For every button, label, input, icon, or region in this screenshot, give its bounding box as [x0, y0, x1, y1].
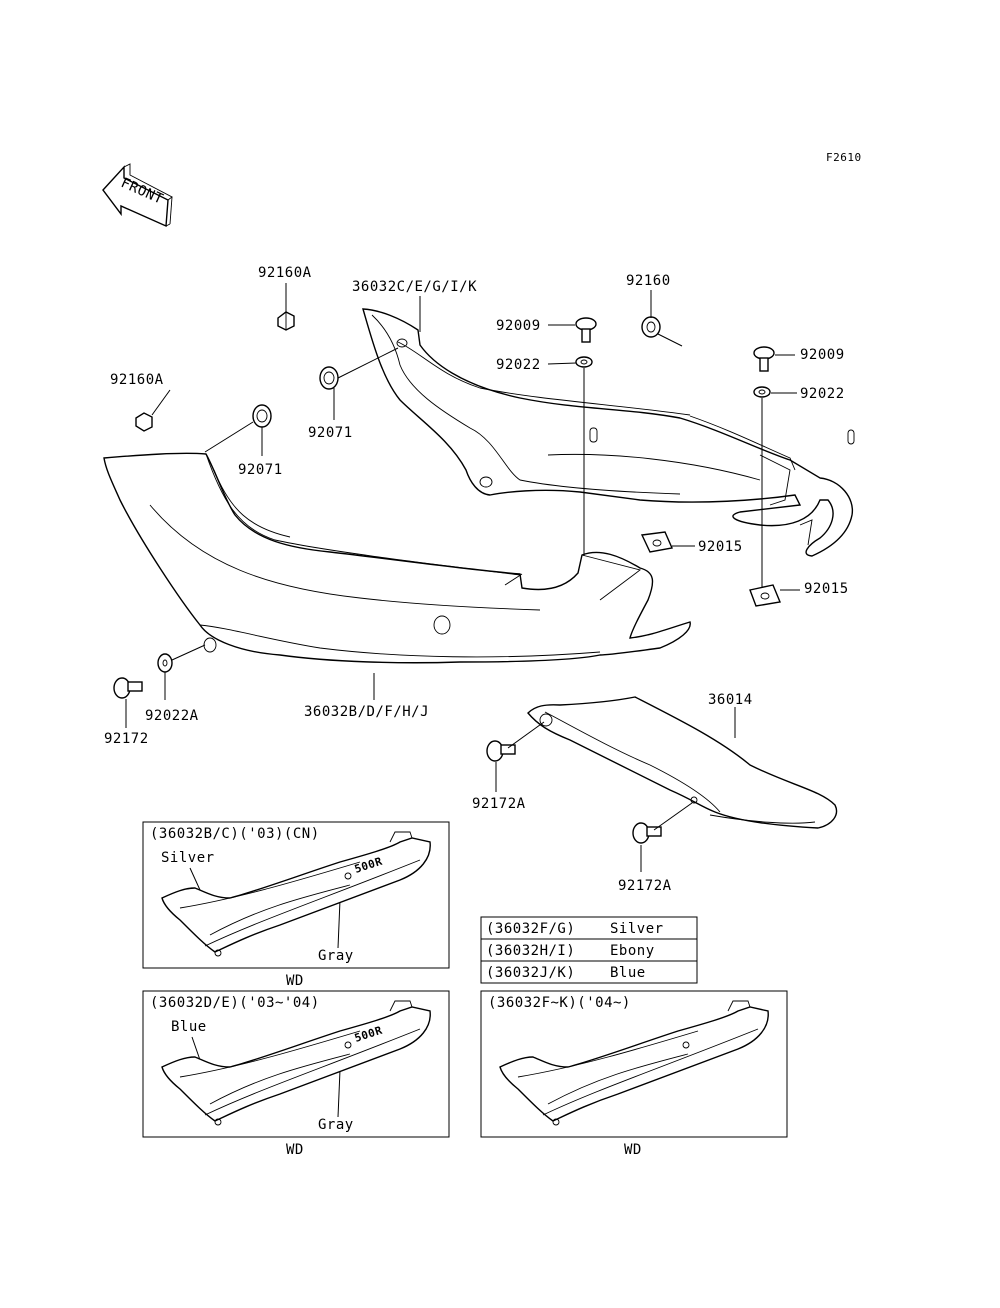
callout-92009-a: 92009: [496, 318, 541, 334]
bolt-92172: [113, 677, 143, 699]
lower-side-cover: [103, 452, 691, 664]
callout-36032C: 36032C/E/G/I/K: [352, 279, 477, 295]
grommet-92160A-left: [135, 412, 153, 432]
callout-36032B: 36032B/D/F/H/J: [304, 704, 429, 720]
bolt-92172A-b: [632, 822, 662, 844]
clip-nut-92015-a: [640, 531, 673, 553]
front-arrow-icon: FRONT: [102, 163, 173, 228]
color-table-code-1: (36032F/G): [486, 921, 575, 937]
panel-1-caption: WD: [286, 973, 304, 989]
grommet-92160A-top: [277, 311, 295, 331]
bolt-92009-b: [753, 346, 775, 372]
grommet-92160: [641, 316, 661, 338]
panel-2-caption: WD: [286, 1142, 304, 1158]
color-table-code-2: (36032H/I): [486, 943, 575, 959]
callout-92172A-a: 92172A: [472, 796, 526, 812]
callout-92160A-left: 92160A: [110, 372, 164, 388]
leader-lines: [125, 283, 800, 872]
callout-92022A: 92022A: [145, 708, 199, 724]
panel-2-label-top: Blue: [171, 1019, 207, 1035]
panel-1-title: (36032B/C)('03)(CN): [150, 826, 320, 842]
upper-side-cover: [362, 308, 855, 557]
color-table-color-1: Silver: [610, 921, 664, 937]
panel-1-label-bottom: Gray: [318, 948, 354, 964]
callout-92009-b: 92009: [800, 347, 845, 363]
callout-92015-b: 92015: [804, 581, 849, 597]
washer-92022A: [157, 653, 173, 673]
panel-2-label-bottom: Gray: [318, 1117, 354, 1133]
clip-nut-92015-b: [749, 584, 781, 607]
figure-code: F2610: [826, 151, 862, 164]
callout-92022-b: 92022: [800, 386, 845, 402]
callout-92172: 92172: [104, 731, 149, 747]
washer-92022-a: [575, 356, 593, 368]
callout-92022-a: 92022: [496, 357, 541, 373]
callout-92172A-b: 92172A: [618, 878, 672, 894]
callout-92071-b: 92071: [238, 462, 283, 478]
washer-92022-b: [753, 386, 771, 398]
panel-3-title: (36032F~K)('04~): [488, 995, 631, 1011]
callout-92071-a: 92071: [308, 425, 353, 441]
variant-panel-2: (36032D/E)('03~'04) Blue Gray 500R: [142, 990, 450, 1138]
color-table-color-2: Ebony: [610, 943, 655, 959]
variant-panel-3: (36032F~K)('04~): [480, 990, 788, 1138]
callout-92160: 92160: [626, 273, 671, 289]
panel-2-title: (36032D/E)('03~'04): [150, 995, 320, 1011]
bolt-92172A-a: [486, 740, 516, 762]
panel-3-caption: WD: [624, 1142, 642, 1158]
bolt-92009-a: [575, 317, 597, 343]
grommet-92071-lower: [252, 404, 272, 428]
rear-cover-36014: [527, 696, 838, 829]
color-table: (36032F/G) Silver (36032H/I) Ebony (3603…: [480, 916, 698, 984]
callout-92160A-top: 92160A: [258, 265, 312, 281]
color-table-code-3: (36032J/K): [486, 965, 575, 981]
callout-92015-a: 92015: [698, 539, 743, 555]
color-table-color-3: Blue: [610, 965, 646, 981]
callout-36014: 36014: [708, 692, 753, 708]
panel-1-label-top: Silver: [161, 850, 215, 866]
variant-panel-1: (36032B/C)('03)(CN) Silver Gray 500R: [142, 821, 450, 969]
grommet-92071-upper: [319, 366, 339, 390]
